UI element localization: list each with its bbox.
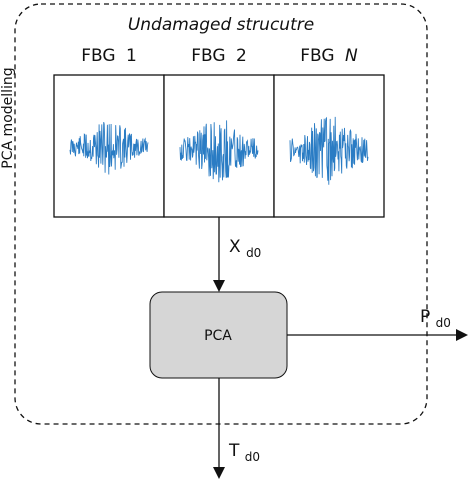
input-label: X d0 bbox=[229, 237, 261, 260]
output-right-label: P d0 bbox=[420, 307, 451, 330]
sensor-label-2-prefix: FBG bbox=[191, 46, 225, 66]
diagram-title: Undamaged strucutre bbox=[128, 15, 314, 35]
signal-trace-1 bbox=[69, 121, 149, 175]
output-right-arrow-head bbox=[456, 329, 468, 341]
sensor-label-1-prefix: FBG bbox=[81, 46, 115, 66]
side-label: PCA modelling bbox=[0, 67, 16, 168]
input-arrow-head bbox=[213, 280, 225, 292]
sensor-panel-n bbox=[273, 74, 385, 218]
output-bottom-label: T d0 bbox=[228, 441, 260, 464]
sensor-label-1-index: 1 bbox=[126, 46, 137, 66]
output-bottom-label-base: T bbox=[228, 441, 240, 461]
sensor-label-n-index: N bbox=[345, 46, 358, 66]
sensor-label-1: FBG 1 bbox=[81, 46, 137, 66]
signal-trace-n bbox=[289, 116, 369, 185]
output-right-label-base: P bbox=[420, 307, 430, 327]
output-bottom-arrow-head bbox=[213, 467, 225, 479]
pca-modelling-boundary bbox=[14, 3, 428, 425]
sensor-label-n-prefix: FBG bbox=[300, 46, 334, 66]
input-label-base: X bbox=[229, 237, 241, 257]
output-right-label-sub: d0 bbox=[436, 316, 451, 330]
sensor-label-2: FBG 2 bbox=[191, 46, 247, 66]
sensor-label-2-index: 2 bbox=[236, 46, 247, 66]
output-bottom-label-sub: d0 bbox=[245, 450, 260, 464]
input-label-sub: d0 bbox=[246, 246, 261, 260]
sensor-label-n: FBG N bbox=[300, 46, 358, 66]
signal-trace-2 bbox=[179, 120, 259, 183]
pca-label: PCA bbox=[204, 328, 232, 344]
